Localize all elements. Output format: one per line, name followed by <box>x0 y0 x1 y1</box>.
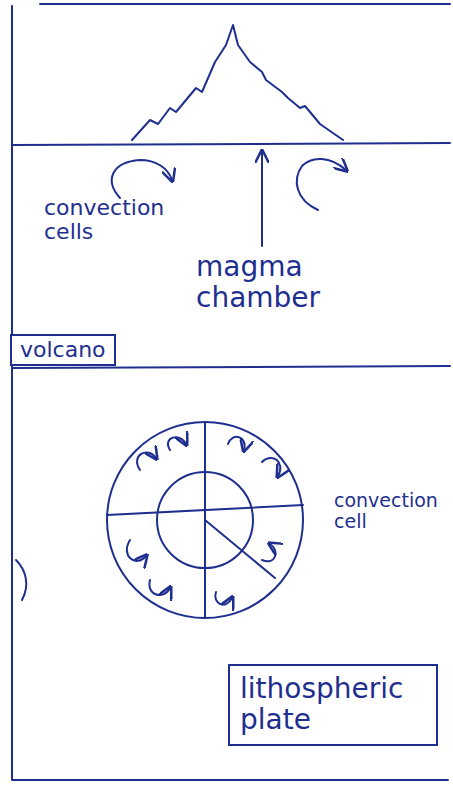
section-line <box>205 520 275 578</box>
panel-tag: volcano <box>10 334 116 366</box>
magma-label: magma chamber <box>196 252 336 314</box>
section-line <box>107 505 303 515</box>
earth-outline <box>107 422 303 618</box>
convection-loop <box>168 437 186 450</box>
volcano-outline <box>132 25 343 140</box>
frame-line <box>12 6 448 780</box>
ground-line <box>12 143 450 145</box>
panel-tag: lithospheric plate <box>228 664 438 746</box>
magma-arrow <box>261 152 263 246</box>
convection-loop <box>228 437 245 450</box>
convection-loop <box>137 452 156 470</box>
convection-loop <box>127 540 146 561</box>
convection-loop <box>149 580 170 595</box>
convection-arrow <box>297 159 346 210</box>
convection-label: convection cell <box>334 490 446 532</box>
convection-loop <box>215 592 232 605</box>
frame-line <box>40 3 450 5</box>
panel-divider <box>12 366 450 368</box>
convection-loop <box>262 544 276 561</box>
convection-label: convection cells <box>44 196 164 244</box>
convection-loop <box>262 458 280 476</box>
pen-mark <box>16 560 26 600</box>
tag-text: lithospheric plate <box>240 674 426 736</box>
convection-arrow <box>112 160 172 198</box>
tag-text: volcano <box>20 338 106 362</box>
